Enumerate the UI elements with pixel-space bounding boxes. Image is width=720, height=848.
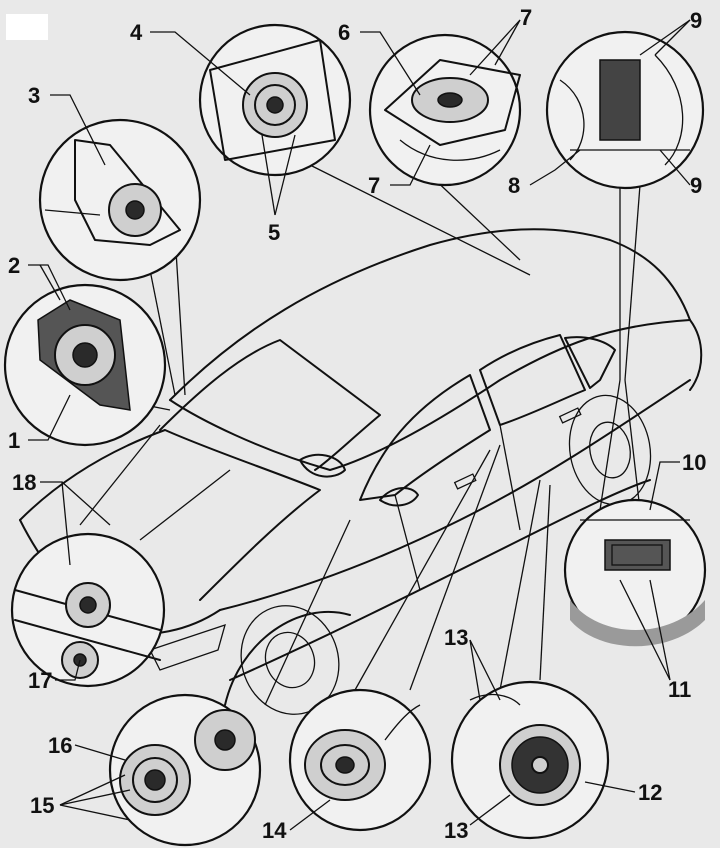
roof-line [169,228,691,401]
front-door-line [394,494,421,591]
callout-16: 16 [48,733,72,758]
callout-6: 6 [338,20,350,45]
label-leaders [28,19,691,831]
pointer-6 [429,174,521,261]
pointer-10 [599,379,621,511]
rear-side-window [479,334,586,426]
detail-circle-4 [198,23,352,177]
windshield [159,339,381,471]
detail-circle-2 [3,283,167,447]
detail-circle-3 [38,118,202,282]
callout-18: 18 [12,470,36,495]
callout-12: 12 [638,780,662,805]
rear-end [689,319,703,391]
pointer-3b [149,269,176,396]
front-wheel-arch [224,610,351,706]
callout-17: 17 [28,668,52,693]
detail-circle-14 [288,688,432,832]
callout-2: 2 [8,253,20,278]
callout-3: 3 [28,83,40,108]
front-side-window [359,374,491,501]
pointer-14b [409,444,501,691]
side-mirror [379,487,419,507]
pointer-5 [309,164,531,276]
callout-7-bottom: 7 [368,173,380,198]
rear-wheel [568,394,652,506]
callout-8: 8 [508,173,520,198]
pointer-lines [79,164,641,706]
callout-10: 10 [682,450,706,475]
detail-circle-15 [108,693,262,847]
pointer-17 [139,469,231,541]
callout-5: 5 [268,220,280,245]
callout-15: 15 [30,793,54,818]
callout-7-top: 7 [520,5,532,30]
rear-wheel-hub [589,421,631,479]
license-plate [149,623,226,671]
detail-circle-10 [563,498,707,647]
blank-corner-patch [6,14,48,40]
detail-circle-8 [545,30,705,190]
callout-9-bottom: 9 [690,173,702,198]
rear-door-handle [558,407,582,424]
pointer-9 [624,184,641,381]
callout-13-top: 13 [444,625,468,650]
callout-1: 1 [8,428,20,453]
callout-14: 14 [262,818,287,843]
pointer-3 [174,234,186,396]
callout-13-bottom: 13 [444,818,468,843]
hood [19,429,321,601]
callout-labels: 1 2 3 4 5 6 7 7 8 9 9 10 11 12 13 13 14 … [8,5,706,843]
detail-circle-17 [10,532,166,688]
roof-lower-line [169,319,691,471]
pointer-12b [539,484,551,681]
pointer-12 [499,479,541,691]
callout-9-top: 9 [690,8,702,33]
callout-11: 11 [668,677,691,702]
pointer-18 [79,424,161,526]
detail-circle-12 [450,680,610,840]
front-wheel-hub [264,631,316,689]
pointer-10b [624,379,641,511]
detail-circle-6 [368,33,522,187]
hood-detail [299,453,346,478]
pointer-14 [354,449,491,691]
quarter-window [564,336,616,389]
pointer-15 [264,519,351,706]
callout-4: 4 [130,20,143,45]
rear-door-line [499,424,521,531]
sill-line [229,479,651,681]
